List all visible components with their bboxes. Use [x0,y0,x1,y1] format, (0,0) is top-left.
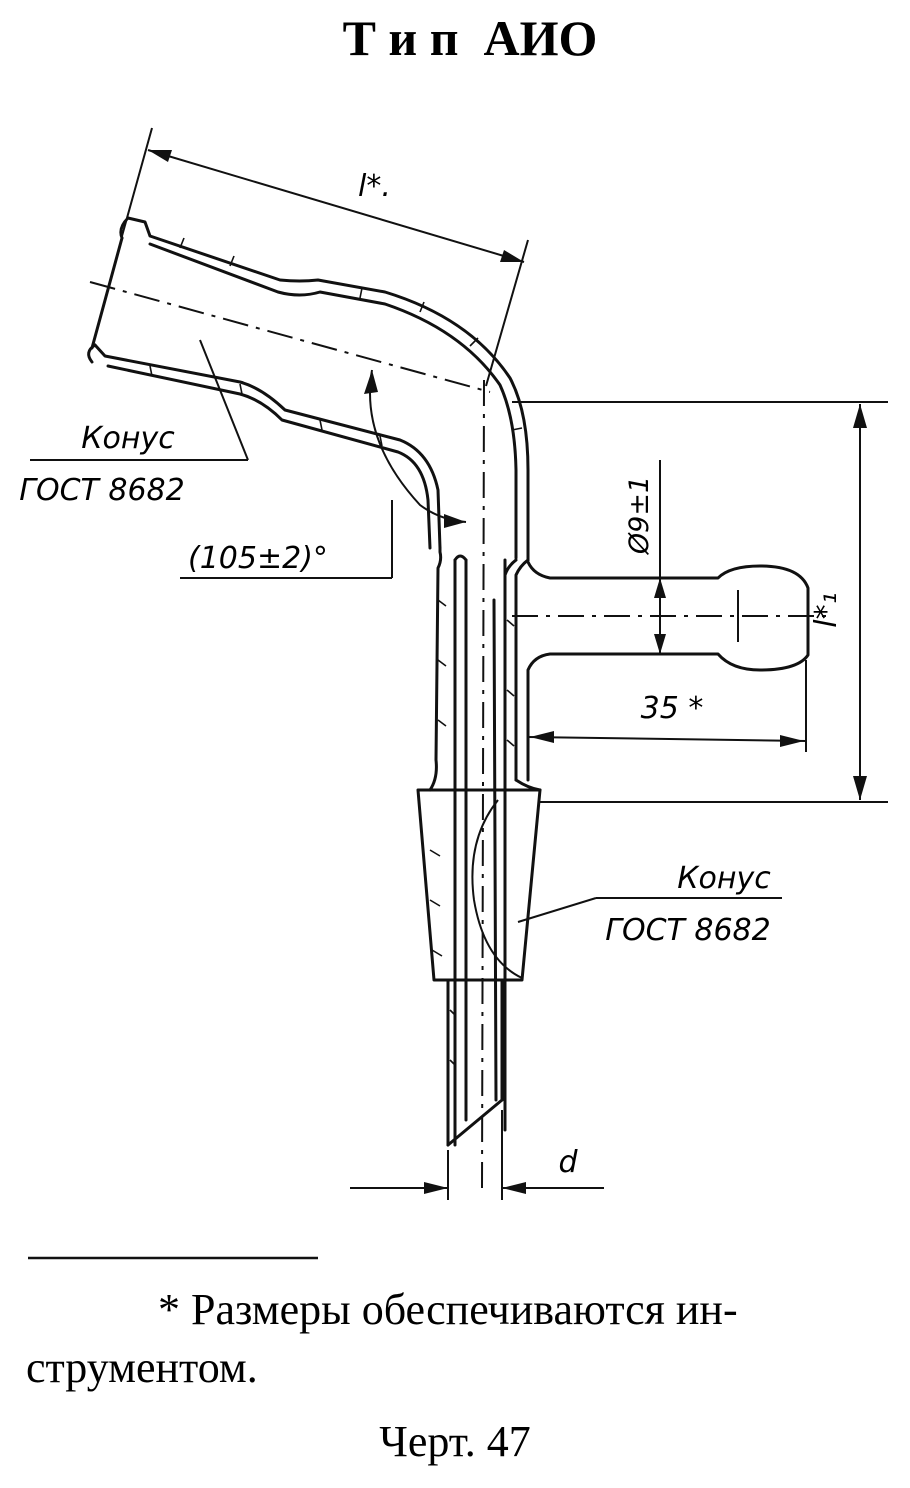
dim-35 [527,660,807,752]
callout-cone-left-line1: Конус [81,421,175,456]
dim-l [121,127,529,387]
dim-angle [180,369,467,579]
footnote-line2: струментом. [26,1343,258,1392]
callout-cone-left [30,339,249,461]
angled-tube [87,216,530,562]
dim-angle-label: (105±2)° [188,541,328,576]
dim-l1 [512,401,888,803]
side-arm [512,560,826,782]
dim-d-label: d [558,1145,578,1180]
vertical-body [428,546,542,1147]
footnote-line1: * Размеры обеспечиваются ин- [158,1285,738,1334]
angled-centerline [89,281,491,393]
figure-caption: Черт. 47 [379,1417,530,1466]
callout-cone-right [517,897,782,923]
dim-l-label: l*. [358,169,391,204]
dim-35-label: 35 * [641,691,704,726]
callout-cone-left-line2: ГОСТ 8682 [19,473,184,508]
drawing-title: Т и п АИО [343,10,598,66]
vertical-centerline [481,379,485,1191]
dim-diameter-label: Ø9±1 [624,476,655,555]
callout-cone-right-line1: Конус [677,861,771,896]
dim-diameter [654,460,666,654]
callout-cone-right-line2: ГОСТ 8682 [605,913,770,948]
dim-l1-label: l*₁ [809,592,844,627]
dim-d [350,1110,604,1200]
lower-cone [416,788,542,1147]
